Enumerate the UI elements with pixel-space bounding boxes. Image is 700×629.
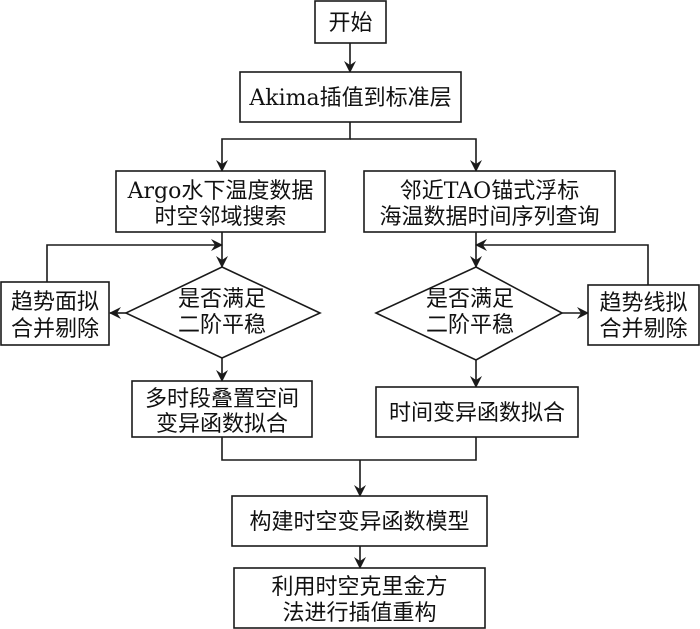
node-argo-search: Argo水下温度数据 时空邻域搜索	[115, 170, 326, 233]
node-left-decision-line1: 是否满足	[178, 287, 266, 312]
node-spatial-variogram-line1: 多时段叠置空间	[145, 387, 299, 412]
node-kriging-line2: 法进行插值重构	[282, 601, 436, 626]
node-st-model-label: 构建时空变异函数模型	[249, 510, 469, 535]
node-argo-search-line1: Argo水下温度数据	[127, 179, 314, 204]
edge-trend-surface-loop	[46, 239, 223, 282]
node-kriging: 利用时空克里金方 法进行插值重构	[233, 567, 486, 629]
node-kriging-line1: 利用时空克里金方	[271, 575, 447, 600]
node-start: 开始	[314, 0, 387, 44]
node-akima: Akima插值到标准层	[239, 71, 462, 123]
node-trend-surface-line2: 合并剔除	[11, 317, 99, 342]
node-trend-line-line1: 趋势线拟	[599, 291, 687, 316]
connectors	[46, 43, 649, 569]
node-akima-label: Akima插值到标准层	[248, 86, 451, 111]
node-right-decision-line2: 二阶平稳	[426, 313, 514, 338]
node-argo-search-line2: 时空邻域搜索	[154, 205, 286, 230]
node-st-model: 构建时空变异函数模型	[231, 495, 488, 547]
edge-akima-argo	[216, 122, 351, 172]
node-right-decision: 是否满足 二阶平稳	[374, 266, 564, 361]
node-right-decision-line1: 是否满足	[426, 287, 514, 312]
edge-merge	[221, 437, 477, 461]
node-trend-surface: 趋势面拟 合并剔除	[0, 281, 110, 346]
node-spatial-variogram-line2: 变异函数拟合	[156, 412, 288, 437]
node-left-decision-line2: 二阶平稳	[178, 313, 266, 338]
node-temporal-variogram-label: 时间变异函数拟合	[389, 401, 565, 426]
node-spatial-variogram: 多时段叠置空间 变异函数拟合	[131, 380, 313, 438]
node-trend-line: 趋势线拟 合并剔除	[587, 284, 700, 346]
node-start-label: 开始	[328, 11, 372, 36]
node-tao-query-line2: 海温数据时间序列查询	[379, 205, 599, 230]
node-left-decision: 是否满足 二阶平稳	[124, 266, 322, 359]
node-tao-query: 邻近TAO锚式浮标 海温数据时间序列查询	[363, 170, 616, 233]
node-temporal-variogram: 时间变异函数拟合	[375, 386, 579, 438]
edge-trend-line-loop	[475, 239, 649, 285]
edge-akima-tao	[350, 138, 482, 172]
node-tao-query-line1: 邻近TAO锚式浮标	[400, 179, 579, 204]
node-trend-surface-line1: 趋势面拟	[11, 290, 99, 315]
node-trend-line-line2: 合并剔除	[599, 317, 687, 342]
